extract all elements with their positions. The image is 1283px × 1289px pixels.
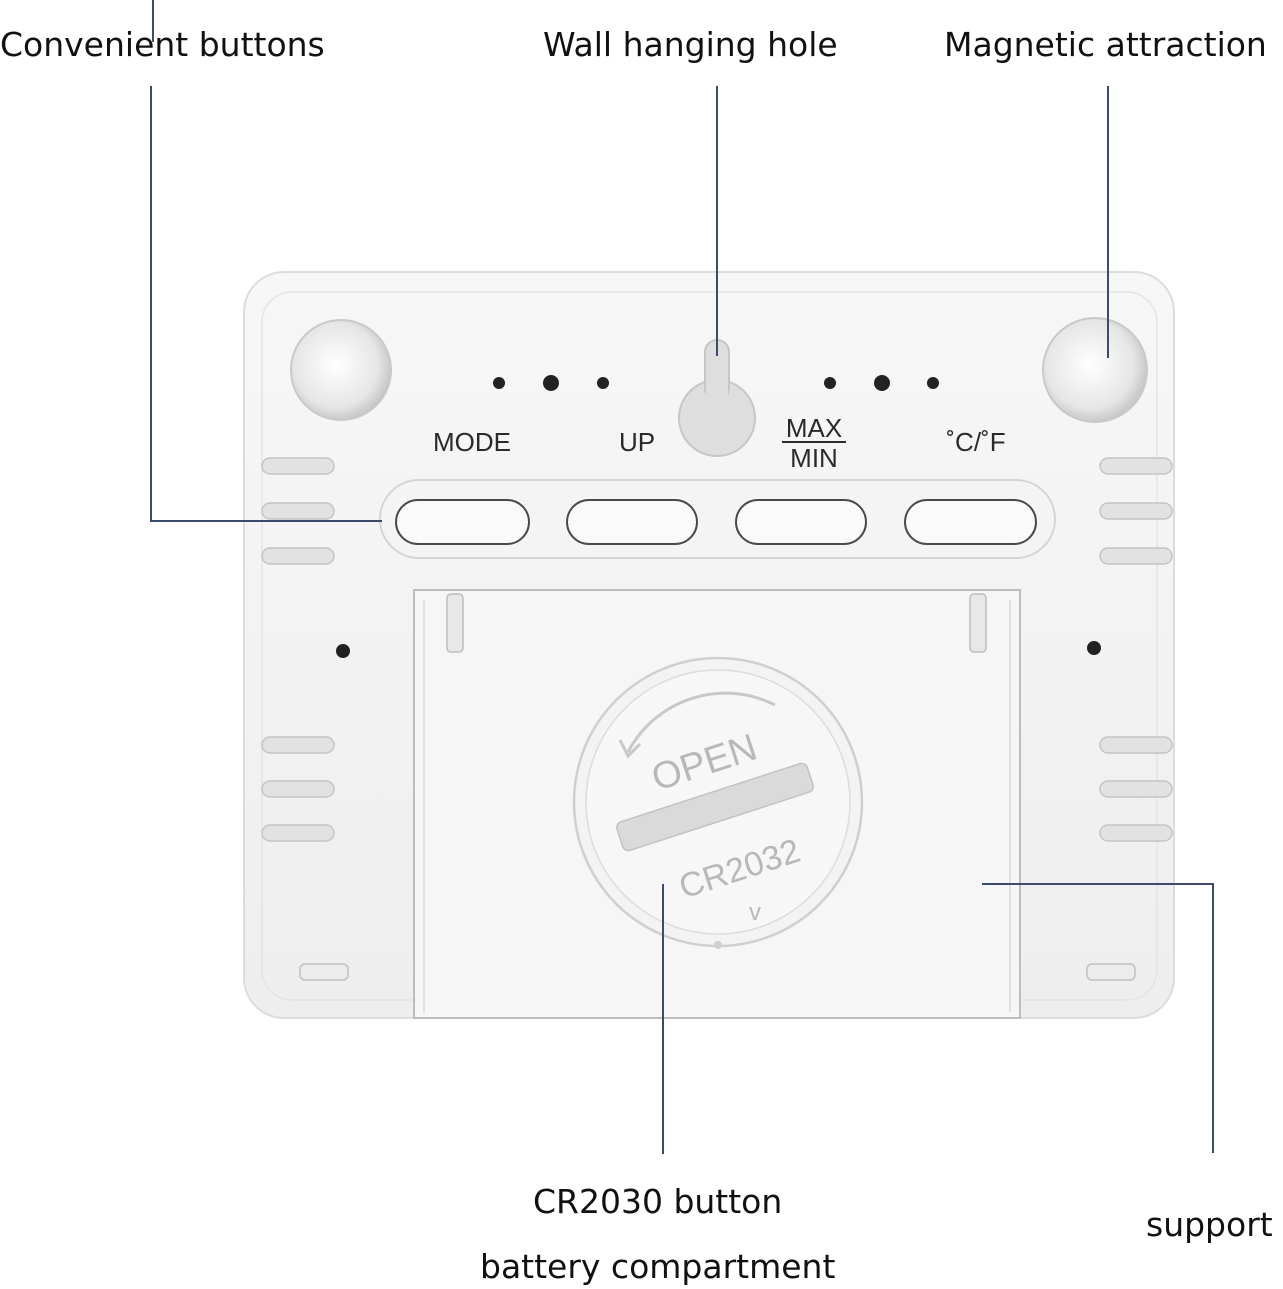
callout-convenient-buttons: Convenient buttons bbox=[0, 25, 325, 64]
side-vents-right bbox=[1099, 457, 1173, 842]
leader-wall-hole bbox=[716, 86, 718, 356]
callout-magnetic-attraction: Magnetic attraction bbox=[944, 25, 1267, 64]
label-min: MIN bbox=[790, 443, 838, 473]
callout-battery-line2: battery compartment bbox=[480, 1247, 836, 1286]
callout-support: support bbox=[1146, 1205, 1273, 1244]
up-button[interactable] bbox=[566, 499, 698, 545]
callout-battery-line1: CR2030 button bbox=[533, 1182, 783, 1221]
vent-dots-right bbox=[824, 375, 939, 391]
leader-magnet bbox=[1107, 86, 1109, 358]
leader-battery bbox=[662, 884, 664, 1154]
magnet-right bbox=[1042, 317, 1148, 423]
callout-wall-hanging-hole: Wall hanging hole bbox=[543, 25, 838, 64]
foot-right bbox=[1086, 963, 1136, 981]
vent-dots-left bbox=[493, 375, 609, 391]
side-dot-left bbox=[336, 644, 350, 658]
label-up: UP bbox=[619, 427, 655, 457]
leader-support-horizontal bbox=[982, 883, 1214, 885]
side-dot-right bbox=[1087, 641, 1101, 655]
wall-hanging-hole bbox=[678, 339, 756, 457]
leader-buttons-top bbox=[152, 0, 154, 42]
label-max: MAX bbox=[786, 413, 842, 443]
leader-buttons-vertical bbox=[150, 86, 152, 522]
mode-button[interactable] bbox=[395, 499, 530, 545]
unit-button[interactable] bbox=[904, 499, 1037, 545]
leader-support-vertical bbox=[1212, 883, 1214, 1153]
battery-cover: OPEN CR2032 v bbox=[572, 656, 864, 949]
label-mode: MODE bbox=[433, 427, 511, 457]
foot-left bbox=[299, 963, 349, 981]
max-min-button[interactable] bbox=[735, 499, 867, 545]
side-vents-left bbox=[261, 457, 335, 842]
button-tray bbox=[379, 479, 1056, 559]
cover-arrow-text: v bbox=[749, 899, 761, 926]
leader-buttons-horizontal bbox=[150, 520, 382, 522]
magnet-left bbox=[290, 319, 392, 421]
label-unit: ˚C/˚F bbox=[946, 427, 1005, 457]
